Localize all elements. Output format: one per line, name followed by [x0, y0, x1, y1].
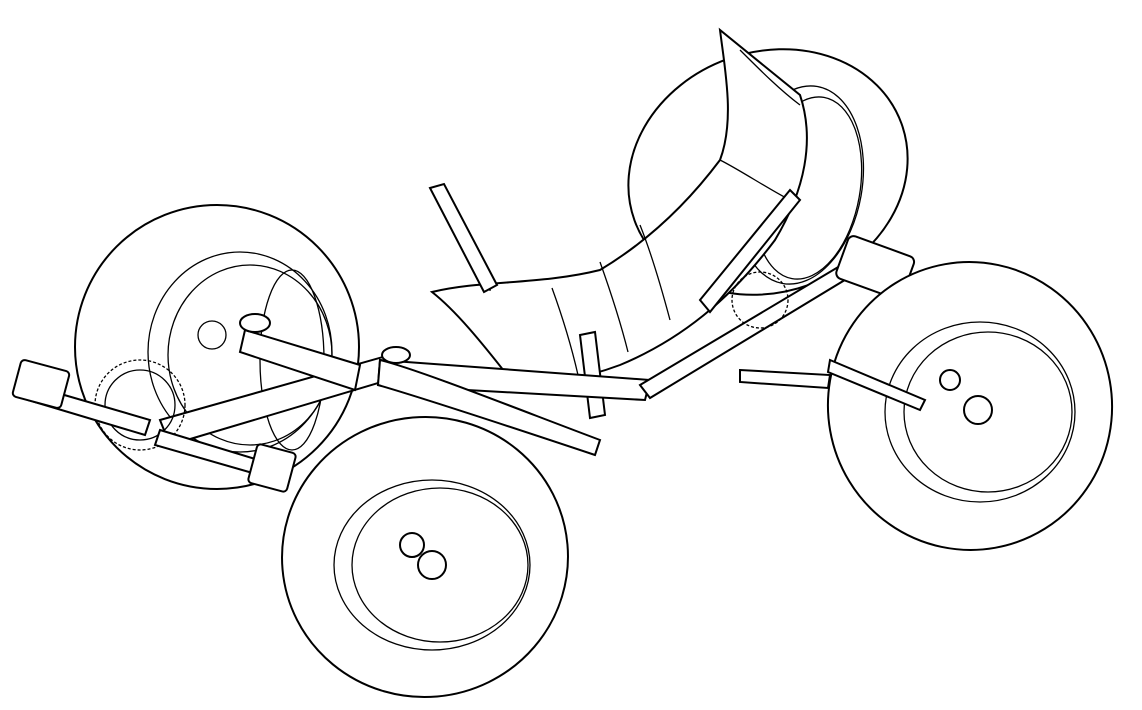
wheel-front-left — [281, 415, 569, 699]
wheel-front-right — [826, 261, 1114, 551]
drivetrain — [11, 271, 789, 493]
frame — [158, 188, 916, 457]
